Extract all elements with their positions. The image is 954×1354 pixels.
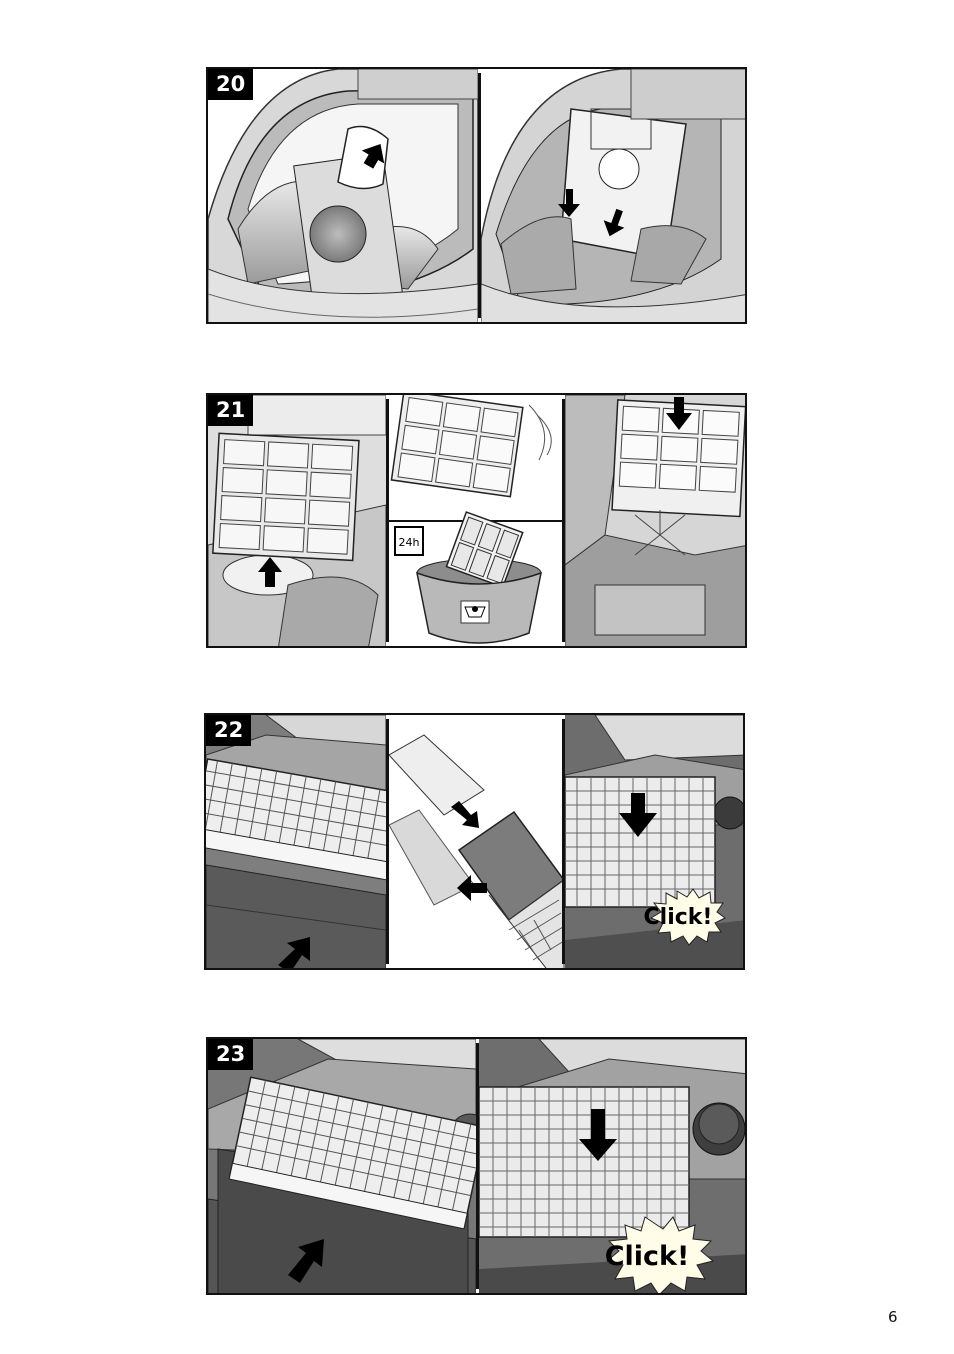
step-number-22: 22 <box>206 715 251 746</box>
figure-23: 23 <box>206 1037 747 1295</box>
figure-20: 20 <box>206 67 747 324</box>
figure-22: 22 <box>204 713 745 970</box>
click-label: Click! <box>644 905 713 930</box>
figure-21-panel-insert <box>565 395 747 646</box>
figure-22-panel-click: Click! <box>565 715 745 968</box>
vacuum-open-bag-illustration <box>208 69 478 322</box>
grille-click-illustration: Click! <box>565 715 745 968</box>
figure-22-panel-remove <box>206 715 386 968</box>
figure-23-panel-remove <box>208 1039 476 1293</box>
figure-22-panel-replace <box>389 715 565 968</box>
filter-pad-replace-illustration <box>389 715 565 968</box>
grille-click-illustration: Click! <box>479 1039 747 1293</box>
grille-removal-illustration <box>206 715 386 968</box>
step-number-23: 23 <box>208 1039 253 1070</box>
page-number: 6 <box>888 1308 898 1326</box>
figure-23-panel-click: Click! <box>479 1039 747 1293</box>
figure-21-panel-remove <box>208 395 386 646</box>
step-number-20: 20 <box>208 69 253 100</box>
filter-removal-illustration <box>208 395 386 646</box>
figure-21-panel-wash: 24h <box>389 395 562 646</box>
down-arrow-icon <box>451 801 479 828</box>
filter-washing-illustration: 24h <box>389 395 562 646</box>
click-label: Click! <box>605 1241 690 1272</box>
vacuum-insert-bag-illustration <box>481 69 747 322</box>
step-number-21: 21 <box>208 395 253 426</box>
soak-time-label: 24h <box>399 536 420 549</box>
figure-20-panel-left <box>208 69 478 322</box>
figure-21: 21 <box>206 393 747 648</box>
filter-insert-illustration <box>565 395 747 646</box>
grille-removal-illustration <box>208 1039 476 1293</box>
figure-20-panel-right <box>481 69 747 322</box>
